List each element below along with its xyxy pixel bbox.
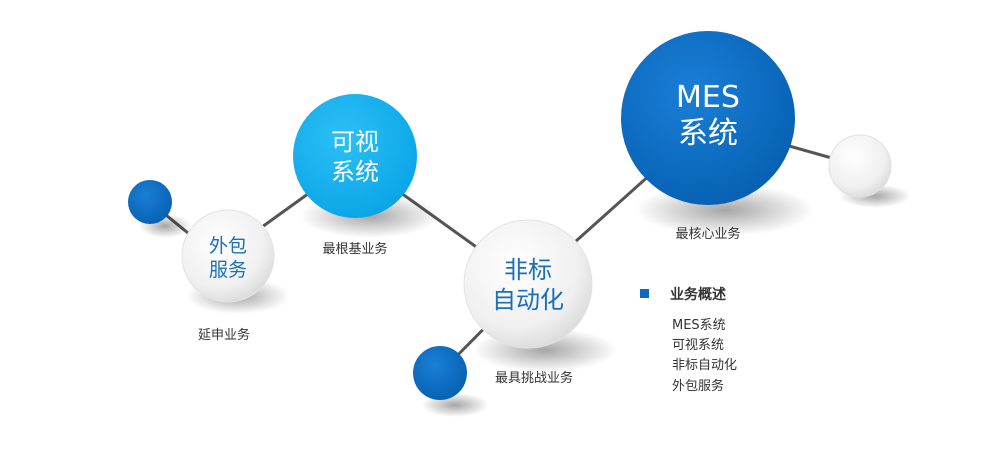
summary-item-2: 非标自动化 [672, 358, 737, 373]
node-mes-line2: 系统 [678, 116, 738, 151]
node-keshi-ball [293, 94, 417, 218]
node-mes: MES 系统 最核心业务 [621, 31, 795, 242]
summary-title: 业务概述 [670, 286, 726, 303]
node-keshi-line2: 系统 [331, 158, 379, 186]
node-waibao: 外包 服务 延申业务 [181, 209, 275, 343]
node-mes-caption: 最核心业务 [675, 226, 740, 242]
decorative-dot-bottom [413, 346, 467, 400]
node-waibao-line1: 外包 [209, 235, 247, 257]
node-keshi-line1: 可视 [331, 128, 379, 156]
node-mes-ball [621, 31, 795, 205]
summary-block: 业务概述 MES系统 可视系统 非标自动化 外包服务 [640, 286, 737, 394]
node-keshi: 可视 系统 最根基业务 [293, 94, 417, 257]
node-feibiao-caption: 最具挑战业务 [495, 370, 573, 386]
summary-item-0: MES系统 [672, 318, 726, 333]
node-feibiao-ball [463, 219, 593, 349]
summary-item-3: 外包服务 [672, 378, 724, 394]
node-mes-line1: MES [676, 80, 740, 115]
node-feibiao-line2: 自动化 [492, 286, 564, 314]
node-keshi-caption: 最根基业务 [322, 241, 387, 257]
node-waibao-ball [181, 209, 275, 303]
summary-item-1: 可视系统 [672, 338, 724, 353]
summary-bullet-icon [640, 289, 649, 298]
node-feibiao-line1: 非标 [504, 256, 552, 284]
node-waibao-line2: 服务 [209, 259, 247, 281]
node-waibao-caption: 延申业务 [198, 327, 250, 343]
decorative-dot-left [128, 180, 172, 224]
node-feibiao: 非标 自动化 最具挑战业务 [463, 219, 593, 386]
decorative-white-ball [828, 134, 892, 198]
